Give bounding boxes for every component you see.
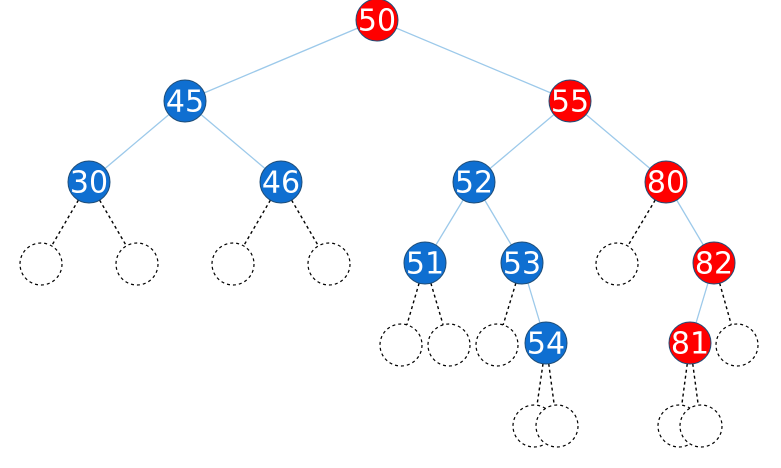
node-value: 51 [406,247,444,282]
nil-leaf-node [211,242,255,286]
node-value: 46 [262,166,300,201]
nil-leaf-node [115,242,159,286]
node-circle-black [67,160,111,204]
node-circle-black [524,321,568,365]
nil-edge [627,199,656,247]
tree-node-45: 45 [163,79,207,123]
nil-leaf-node [715,323,759,367]
node-value: 81 [671,327,709,362]
nil-edge [291,199,319,247]
nil-leaf-node [475,323,519,367]
tree-node-54: 54 [524,321,568,365]
tree-node-51: 51 [403,241,447,285]
tree-node-50: 50 [355,0,399,42]
node-circle-red [644,160,688,204]
tree-node-52: 52 [452,160,496,204]
node-circle-red [668,321,712,365]
node-circle-black [163,79,207,123]
nil-leaf-node [679,404,723,448]
tree-edge [184,19,378,102]
nil-leaf-node [535,404,579,448]
node-circle-red [355,0,399,42]
node-circle-black [452,160,496,204]
node-value: 30 [70,166,108,201]
nil-edge [406,282,420,326]
tree-node-46: 46 [259,160,303,204]
node-value: 54 [527,327,565,362]
node-value: 45 [166,85,204,120]
node-circle-black [403,241,447,285]
tree-node-55: 55 [548,79,592,123]
nil-edge [243,199,271,247]
node-value: 52 [455,166,493,201]
tree-node-81: 81 [668,321,712,365]
tree-node-80: 80 [644,160,688,204]
nil-leaf-node [307,242,351,286]
tree-node-30: 30 [67,160,111,204]
nil-leaf-node [379,323,423,367]
tree-edge [376,19,571,102]
nil-edge [536,363,544,406]
nil-edge [548,363,555,406]
tree-node-53: 53 [500,241,544,285]
nil-edge [718,283,733,325]
nil-leaf-node [19,242,63,286]
nil-edge [430,282,444,326]
nil-edge [502,282,517,326]
node-value: 53 [503,247,541,282]
nil-edge [681,363,688,406]
node-circle-red [692,241,736,285]
node-value: 82 [695,247,733,282]
tree-node-82: 82 [692,241,736,285]
nil-edge [692,363,699,406]
node-circle-black [500,241,544,285]
node-value: 80 [647,166,685,201]
nil-leaf-node [427,323,471,367]
nil-leaf-node [595,242,639,286]
node-circle-red [548,79,592,123]
node-value: 50 [358,4,396,39]
nil-edge [51,199,79,247]
nil-edge [99,199,127,247]
node-value: 55 [551,85,589,120]
node-circle-black [259,160,303,204]
